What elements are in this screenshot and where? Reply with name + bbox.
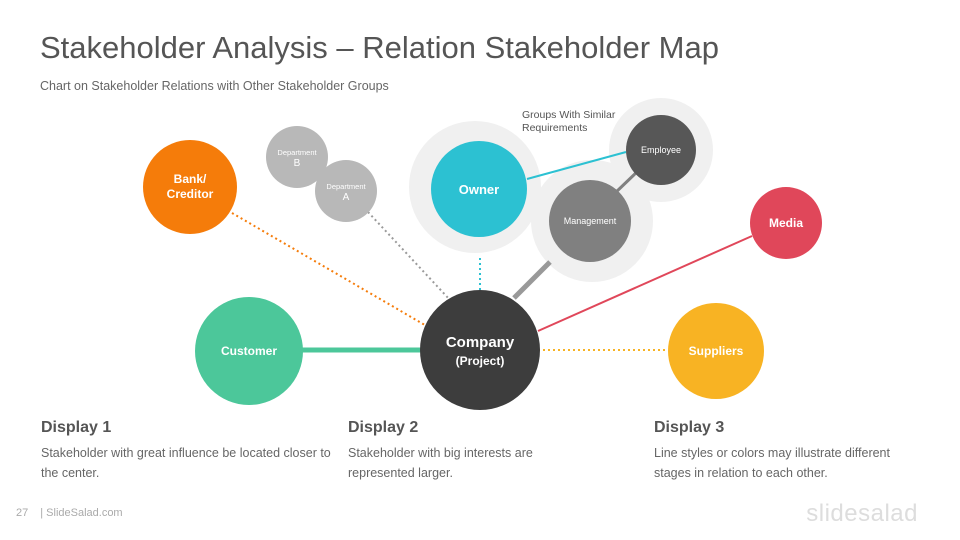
node-department-b-label-1: Department [277, 148, 317, 157]
node-company: Company (Project) [420, 290, 540, 410]
bank-connector [231, 212, 431, 329]
footer-site: | SlideSalad.com [40, 507, 123, 519]
footer: 27 | SlideSalad.com [16, 507, 123, 519]
node-department-b: Department B [266, 126, 328, 188]
display-3-heading: Display 3 [654, 419, 725, 436]
node-company-label-2: (Project) [456, 354, 505, 368]
node-company-label-1: Company [446, 334, 515, 351]
node-bank-label-2: Creditor [167, 187, 214, 201]
display-2-heading: Display 2 [348, 419, 419, 436]
page-number: 27 [16, 507, 29, 519]
management-connector [512, 260, 552, 300]
node-department-a-label-2: A [343, 192, 350, 203]
node-owner: Owner [431, 141, 527, 237]
node-department-a: Department A [315, 160, 377, 222]
node-management-label: Management [564, 216, 617, 226]
department-a-connector [367, 211, 451, 301]
node-customer: Customer [195, 297, 303, 405]
node-bank: Bank/ Creditor [143, 140, 237, 234]
node-media-label: Media [769, 216, 803, 230]
node-customer-label: Customer [221, 344, 277, 358]
node-employee: Employee [626, 115, 696, 185]
display-2-text: Stakeholder with big interests are repre… [348, 446, 533, 480]
display-2: Display 2 Stakeholder with big interests… [348, 419, 578, 483]
node-management: Management [549, 180, 631, 262]
display-3: Display 3 Line styles or colors may illu… [654, 419, 924, 483]
display-3-text: Line styles or colors may illustrate dif… [654, 446, 890, 480]
group-note-line-2: Requirements [522, 122, 587, 134]
display-1-heading: Display 1 [41, 419, 112, 436]
node-suppliers-label: Suppliers [689, 344, 744, 358]
node-bank-label-1: Bank/ [174, 172, 207, 186]
node-suppliers: Suppliers [668, 303, 764, 399]
owner-employee-connector [526, 151, 627, 180]
node-media: Media [750, 187, 822, 259]
group-note-line-1: Groups With Similar [522, 109, 616, 121]
management-employee-connector [612, 168, 641, 196]
node-department-b-label-2: B [294, 158, 301, 169]
node-department-a-label-1: Department [326, 182, 366, 191]
media-connector [537, 235, 753, 332]
node-employee-label: Employee [641, 145, 681, 155]
display-1: Display 1 Stakeholder with great influen… [41, 419, 331, 483]
brand-logo: slidesalad [806, 500, 918, 527]
display-1-text: Stakeholder with great influence be loca… [41, 446, 331, 480]
page-subtitle: Chart on Stakeholder Relations with Othe… [40, 79, 389, 93]
page-title: Stakeholder Analysis – Relation Stakehol… [40, 30, 719, 65]
node-owner-label: Owner [459, 182, 499, 197]
